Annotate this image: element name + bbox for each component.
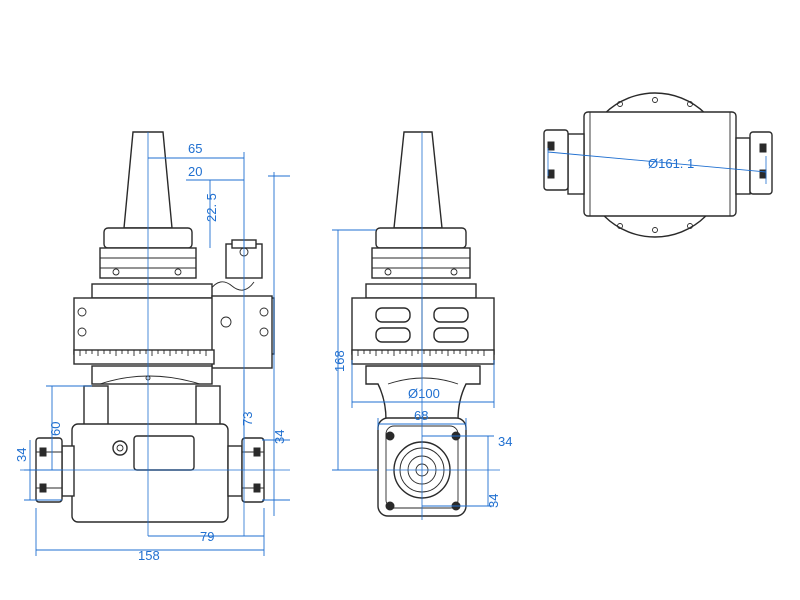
locking-nut-icon xyxy=(749,131,773,195)
dim-68: 68 xyxy=(414,408,428,423)
front-housing-top xyxy=(365,283,477,299)
side-nut-slot xyxy=(39,447,47,457)
front-collar xyxy=(371,247,471,279)
side-lower-arm-right xyxy=(195,385,221,427)
top-hole-icon xyxy=(687,101,693,107)
dim-168: 168 xyxy=(332,350,347,372)
front-dimensions: 168 Ø100 68 34 34 xyxy=(332,229,512,508)
side-nut-slot xyxy=(253,447,261,457)
front-centerlines xyxy=(386,132,500,520)
hex-socket-screw-icon xyxy=(259,307,269,317)
side-screw-icon xyxy=(174,268,182,276)
dim-20: 20 xyxy=(188,164,202,179)
front-view xyxy=(351,131,495,517)
side-screw-icon xyxy=(112,268,120,276)
dim-65: 65 xyxy=(188,141,202,156)
dim-79: 79 xyxy=(200,529,214,544)
side-right-spindle-stub xyxy=(227,445,243,497)
graduated-scale-icon xyxy=(73,349,215,365)
front-taper-shank xyxy=(393,131,443,229)
hex-socket-screw-icon xyxy=(77,307,87,317)
top-hole-icon xyxy=(617,101,623,107)
side-lower-arm-left xyxy=(83,385,109,427)
front-slot-icon xyxy=(433,327,469,343)
top-dimensions: Ø161. 1 xyxy=(547,148,767,184)
hex-socket-screw-icon xyxy=(385,501,395,511)
side-plug-icon xyxy=(112,440,128,456)
front-slot-icon xyxy=(375,307,411,323)
side-label-plate xyxy=(133,435,195,471)
side-left-spindle-stub xyxy=(61,445,75,497)
top-right-stub xyxy=(735,137,751,195)
side-clamp-plate xyxy=(211,295,273,369)
hex-socket-screw-icon xyxy=(259,327,269,337)
dim-161-1: Ø161. 1 xyxy=(648,156,694,171)
dim-34-front-top: 34 xyxy=(498,434,512,449)
front-screw-icon xyxy=(450,268,458,276)
side-nut-slot xyxy=(253,483,261,493)
dim-34-left: 34 xyxy=(14,448,29,462)
dim-73: 73 xyxy=(240,412,255,426)
top-hole-icon xyxy=(652,227,658,233)
top-left-stub xyxy=(567,133,585,195)
graduated-scale-icon xyxy=(351,349,495,365)
hex-socket-screw-icon xyxy=(220,316,232,328)
front-flange xyxy=(375,227,467,249)
top-hole-icon xyxy=(687,223,693,229)
top-nut-slot xyxy=(759,143,767,153)
side-nut-slot xyxy=(39,483,47,493)
front-slot-icon xyxy=(375,327,411,343)
hex-socket-screw-icon xyxy=(385,431,395,441)
dim-34-front-bottom: 34 xyxy=(486,494,501,508)
top-nut-slot xyxy=(547,169,555,179)
side-spring xyxy=(209,281,255,291)
top-view xyxy=(543,92,773,238)
hex-socket-screw-icon xyxy=(77,327,87,337)
side-dimensions: 65 20 22. 5 60 73 34 34 79 158 xyxy=(14,141,290,563)
scale-ticks xyxy=(79,350,207,356)
dim-100: Ø100 xyxy=(408,386,440,401)
side-housing-top xyxy=(91,283,213,299)
top-hole-icon xyxy=(617,223,623,229)
dim-34-right: 34 xyxy=(272,430,287,444)
top-nut-slot xyxy=(547,141,555,151)
front-housing xyxy=(351,297,495,355)
front-slot-icon xyxy=(433,307,469,323)
dim-60: 60 xyxy=(48,422,63,436)
front-screw-icon xyxy=(384,268,392,276)
dim-158: 158 xyxy=(138,548,160,563)
dim-22-5: 22. 5 xyxy=(204,193,219,222)
top-hole-icon xyxy=(652,97,658,103)
side-view xyxy=(35,131,275,523)
